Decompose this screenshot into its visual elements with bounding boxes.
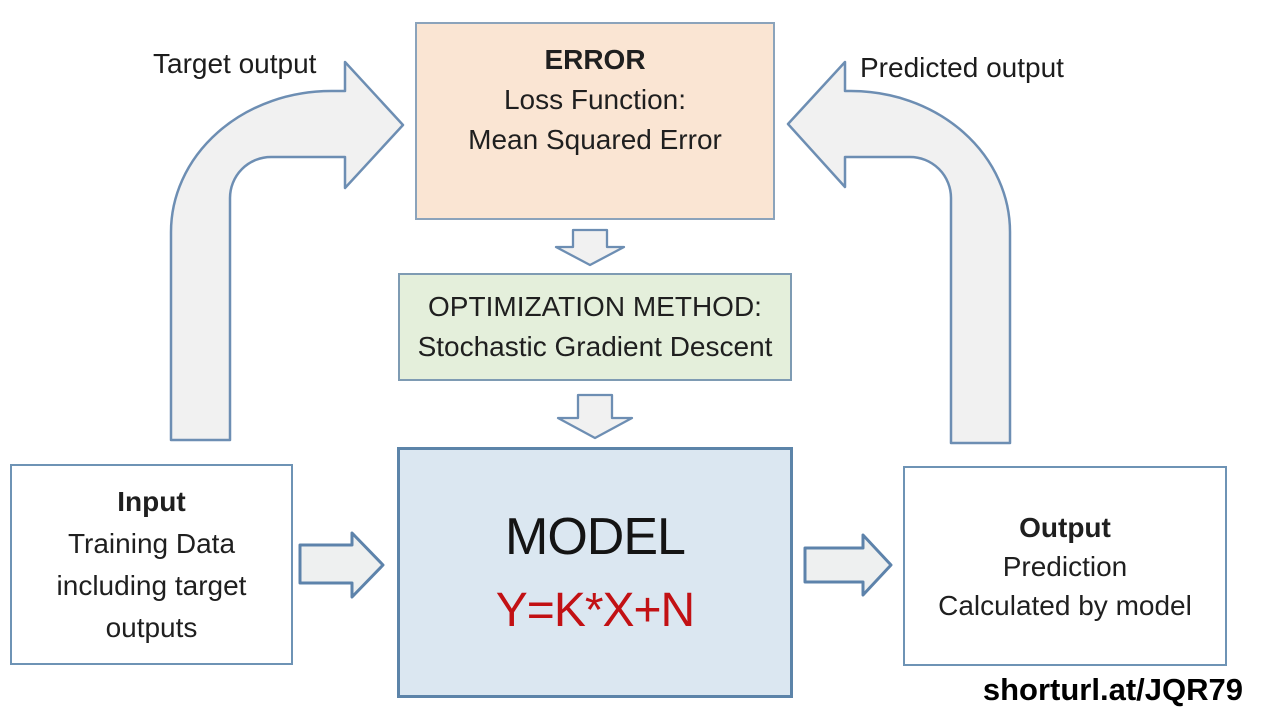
predicted-output-curved-arrow xyxy=(786,60,1012,445)
optimization-box-line: Stochastic Gradient Descent xyxy=(417,331,773,362)
input-box-line: Training Data xyxy=(67,527,236,559)
optimization-box: OPTIMIZATION METHOD: Stochastic Gradient… xyxy=(398,273,792,381)
watermark-url: shorturl.at/JQR79 xyxy=(982,672,1243,707)
output-box-title: Output xyxy=(1019,511,1111,543)
input-box-line: including target xyxy=(56,569,247,601)
error-box-line: Mean Squared Error xyxy=(468,124,722,155)
optimization-box-line: OPTIMIZATION METHOD: xyxy=(428,291,762,322)
target-output-label: Target output xyxy=(153,48,317,79)
output-box: Output Prediction Calculated by model xyxy=(903,466,1227,666)
input-box-line: outputs xyxy=(105,611,198,643)
error-to-optimization-arrow xyxy=(554,228,626,267)
error-box: ERROR Loss Function: Mean Squared Error xyxy=(415,22,775,220)
output-box-line: Prediction xyxy=(1002,550,1128,582)
error-box-line: Loss Function: xyxy=(503,84,687,115)
predicted-output-label: Predicted output xyxy=(860,52,1064,83)
optimization-to-model-arrow xyxy=(556,393,634,440)
input-to-model-arrow xyxy=(298,531,385,599)
error-box-title: ERROR xyxy=(544,44,646,75)
input-box-title: Input xyxy=(117,485,186,517)
model-formula: Y=K*X+N xyxy=(495,583,695,637)
model-to-output-arrow xyxy=(803,533,893,597)
target-output-curved-arrow xyxy=(169,60,405,442)
model-box-title: MODEL xyxy=(505,507,686,566)
input-box: Input Training Data including target out… xyxy=(10,464,293,665)
model-box: MODEL Y=K*X+N xyxy=(397,447,793,698)
output-box-line: Calculated by model xyxy=(938,589,1192,621)
